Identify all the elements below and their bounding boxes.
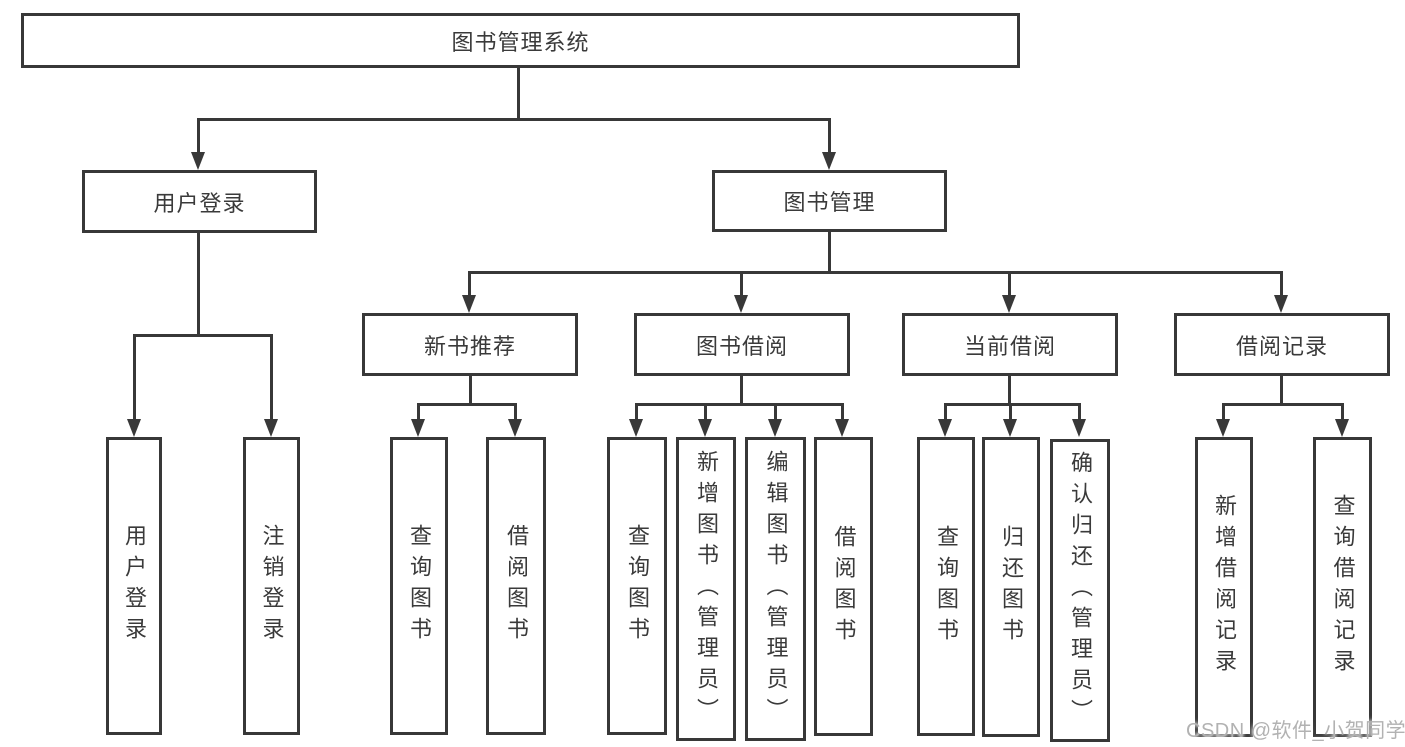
node-book-borrowing: 图书借阅 xyxy=(634,313,850,376)
connector-drop xyxy=(774,403,777,420)
connector-borrowing-stem xyxy=(740,376,743,405)
connector-userlogin-stem xyxy=(197,233,200,336)
connector-drop-user-login xyxy=(197,118,200,154)
leaf-recommend-borrow-books: 借阅图书 xyxy=(486,437,546,735)
arrowhead-logout-leaf xyxy=(264,419,278,437)
arrowhead-user-login xyxy=(191,152,205,170)
connector-borrowing-hline xyxy=(635,403,844,406)
node-label: 新增借阅记录 xyxy=(1212,494,1237,680)
node-label: 用户登录 xyxy=(122,524,147,648)
csdn-watermark: CSDN @软件_小贺同学 xyxy=(1186,720,1405,742)
connector-bookmgmt-hline xyxy=(468,271,1283,274)
connector-drop xyxy=(1009,403,1012,420)
node-current-borrowing: 当前借阅 xyxy=(902,313,1118,376)
node-new-book-recommend: 新书推荐 xyxy=(362,313,578,376)
leaf-logout: 注销登录 xyxy=(243,437,300,735)
node-book-management: 图书管理 xyxy=(712,170,947,232)
leaf-current-query-books: 查询图书 xyxy=(917,437,975,736)
arrowhead xyxy=(629,419,643,437)
leaf-borrowing-query-books: 查询图书 xyxy=(607,437,667,735)
leaf-records-query-record: 查询借阅记录 xyxy=(1313,437,1372,737)
leaf-current-return-books: 归还图书 xyxy=(982,437,1040,737)
connector-drop xyxy=(1078,403,1081,420)
connector-current-stem xyxy=(1008,376,1011,405)
connector-recommend-stem xyxy=(469,376,472,405)
node-label: 查询图书 xyxy=(407,524,432,648)
arrowhead-book-borrow xyxy=(734,295,748,313)
connector-records-stem xyxy=(1280,376,1283,405)
node-user-login: 用户登录 xyxy=(82,170,317,233)
arrowhead xyxy=(1003,419,1017,437)
node-label: 当前借阅 xyxy=(963,333,1056,359)
connector-userlogin-hline xyxy=(133,334,273,337)
arrowhead xyxy=(698,419,712,437)
arrowhead xyxy=(835,419,849,437)
node-label: 确认归还（管理员） xyxy=(1068,451,1093,730)
connector-drop-login-leaf xyxy=(133,334,136,420)
arrowhead-current-borrow xyxy=(1002,295,1016,313)
leaf-current-confirm-return-admin: 确认归还（管理员） xyxy=(1050,439,1110,742)
connector-drop-current-borrow xyxy=(1008,271,1011,296)
connector-drop xyxy=(417,403,420,420)
arrowhead-book-mgmt xyxy=(822,152,836,170)
arrowhead xyxy=(1216,419,1230,437)
connector-current-hline xyxy=(944,403,1081,406)
node-label: 查询图书 xyxy=(934,524,959,649)
node-label: 查询借阅记录 xyxy=(1330,494,1356,680)
node-label: 图书管理 xyxy=(783,190,876,215)
connector-drop-new-book xyxy=(468,271,471,296)
node-library-management-system: 图书管理系统 xyxy=(21,13,1020,68)
connector-root-stem xyxy=(517,68,520,121)
connector-drop xyxy=(944,403,947,420)
connector-bookmgmt-stem xyxy=(828,232,831,273)
arrowhead xyxy=(1072,419,1086,437)
connector-drop xyxy=(635,403,638,420)
arrowhead-new-book xyxy=(462,295,476,313)
node-label: 查询图书 xyxy=(625,524,650,648)
node-label: 新书推荐 xyxy=(423,333,516,359)
connector-drop xyxy=(514,403,517,420)
connector-drop-book-mgmt xyxy=(828,118,831,154)
connector-records-hline xyxy=(1222,403,1344,406)
connector-drop-book-borrow xyxy=(740,271,743,296)
arrowhead-borrow-records xyxy=(1274,295,1288,313)
connector-drop-borrow-records xyxy=(1280,271,1283,296)
node-label: 用户登录 xyxy=(153,190,246,216)
connector-drop xyxy=(1222,403,1225,420)
leaf-records-add-record: 新增借阅记录 xyxy=(1195,437,1253,737)
node-label: 借阅记录 xyxy=(1235,333,1328,359)
arrowhead-login-leaf xyxy=(127,419,141,437)
leaf-recommend-query-books: 查询图书 xyxy=(390,437,448,735)
node-label: 借阅图书 xyxy=(831,524,857,649)
node-label: 借阅图书 xyxy=(504,524,529,648)
connector-recommend-hline xyxy=(417,403,517,406)
connector-drop xyxy=(1341,403,1344,420)
leaf-borrowing-borrow-books: 借阅图书 xyxy=(814,437,873,736)
node-label: 图书借阅 xyxy=(695,333,788,359)
node-label: 新增图书（管理员） xyxy=(694,449,719,729)
arrowhead xyxy=(1335,419,1349,437)
node-label: 归还图书 xyxy=(999,525,1024,649)
connector-drop xyxy=(841,403,844,420)
arrowhead xyxy=(768,419,782,437)
arrowhead xyxy=(938,419,952,437)
node-label: 图书管理系统 xyxy=(451,29,590,55)
leaf-user-login: 用户登录 xyxy=(106,437,162,735)
connector-drop-logout-leaf xyxy=(270,334,273,420)
node-label: 编辑图书（管理员） xyxy=(763,449,789,729)
node-borrowing-records: 借阅记录 xyxy=(1174,313,1390,376)
node-label: 注销登录 xyxy=(259,524,285,648)
connector-drop xyxy=(704,403,707,420)
connector-root-hline xyxy=(197,118,831,121)
leaf-borrowing-edit-books-admin: 编辑图书（管理员） xyxy=(745,437,806,741)
leaf-borrowing-add-books-admin: 新增图书（管理员） xyxy=(676,437,736,741)
arrowhead xyxy=(411,419,425,437)
arrowhead xyxy=(508,419,522,437)
